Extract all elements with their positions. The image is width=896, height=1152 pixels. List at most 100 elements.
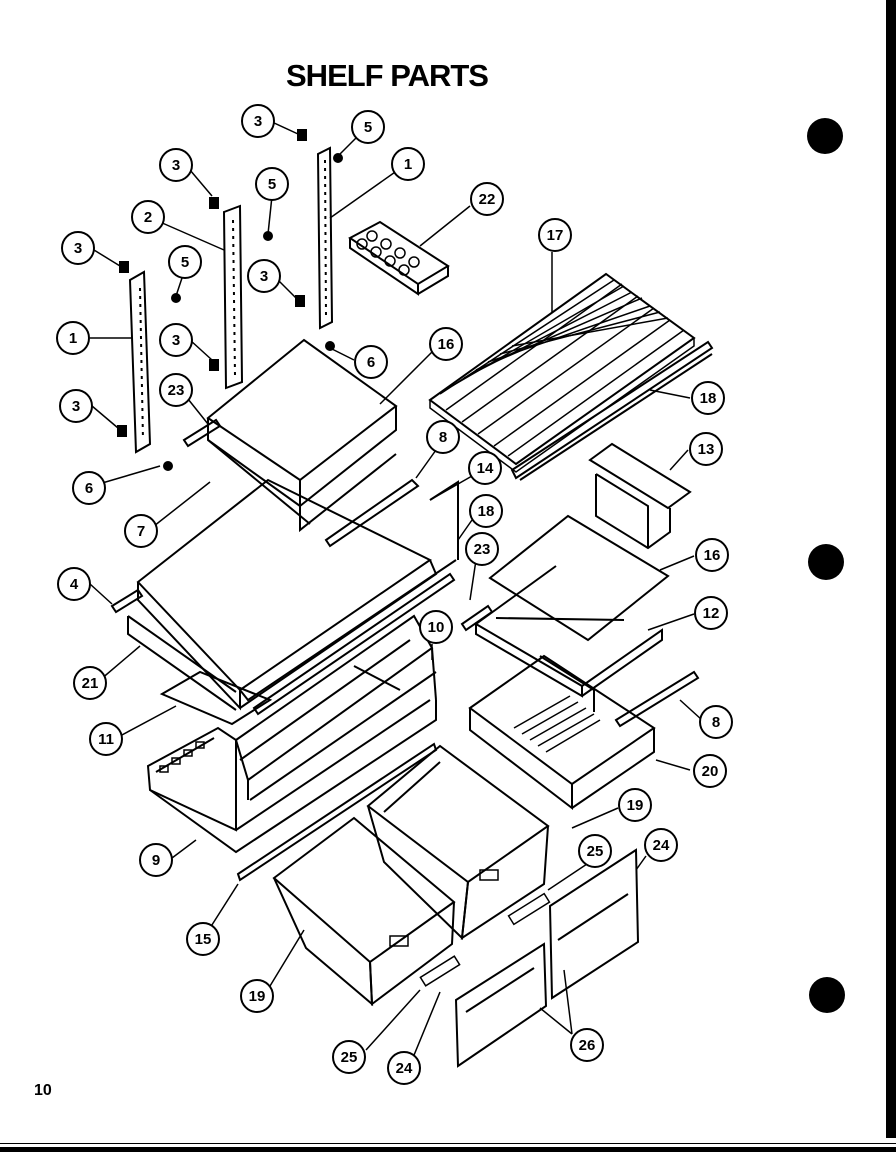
svg-text:3: 3 xyxy=(72,398,80,415)
drawer-front-left xyxy=(419,942,548,1068)
callout-10: 10 xyxy=(419,610,453,644)
binder-hole-middle xyxy=(808,544,844,580)
shelf-rail-top xyxy=(510,340,714,481)
callout-2: 2 xyxy=(131,200,165,234)
svg-text:21: 21 xyxy=(82,675,99,692)
callout-20: 20 xyxy=(693,754,727,788)
svg-text:13: 13 xyxy=(698,441,715,458)
callout-23: 23 xyxy=(465,532,499,566)
callout-3: 3 xyxy=(241,104,275,138)
svg-text:1: 1 xyxy=(404,156,412,173)
svg-text:1: 1 xyxy=(69,330,77,347)
callout-13: 13 xyxy=(689,432,723,466)
svg-text:23: 23 xyxy=(168,382,185,399)
svg-text:22: 22 xyxy=(479,191,496,208)
callout-18: 18 xyxy=(691,381,725,415)
svg-text:19: 19 xyxy=(627,797,644,814)
callout-5: 5 xyxy=(351,110,385,144)
callout-8: 8 xyxy=(699,705,733,739)
crisper-cover-glass xyxy=(159,670,273,726)
svg-text:3: 3 xyxy=(254,113,262,130)
shelf-rail-8-upper xyxy=(324,478,420,548)
drawer-front-right xyxy=(507,848,640,1000)
callout-3: 3 xyxy=(61,231,95,265)
shelf-rail-8-lower xyxy=(614,670,700,728)
rail-middle xyxy=(222,204,244,390)
callout-22: 22 xyxy=(470,182,504,216)
shelf-trim-23-lower xyxy=(460,604,494,632)
callout-6: 6 xyxy=(354,345,388,379)
callout-26: 26 xyxy=(570,1028,604,1062)
page-border-right xyxy=(886,0,896,1152)
callout-4: 4 xyxy=(57,567,91,601)
svg-text:10: 10 xyxy=(428,619,445,636)
callout-8: 8 xyxy=(426,420,460,454)
svg-text:5: 5 xyxy=(181,254,189,271)
callout-25: 25 xyxy=(578,834,612,868)
svg-text:26: 26 xyxy=(579,1037,596,1054)
callout-1: 1 xyxy=(56,321,90,355)
svg-text:23: 23 xyxy=(474,541,491,558)
shelf-trim-4 xyxy=(110,588,144,614)
svg-text:16: 16 xyxy=(704,547,721,564)
callout-24: 24 xyxy=(644,828,678,862)
shelf-frame-21 xyxy=(127,615,237,711)
svg-text:20: 20 xyxy=(702,763,719,780)
callout-19: 19 xyxy=(240,979,274,1013)
svg-text:8: 8 xyxy=(712,714,720,731)
callout-7: 7 xyxy=(124,514,158,548)
svg-text:24: 24 xyxy=(396,1060,413,1077)
svg-text:14: 14 xyxy=(477,460,494,477)
callout-11: 11 xyxy=(89,722,123,756)
binder-hole-bottom xyxy=(809,977,845,1013)
svg-text:24: 24 xyxy=(653,837,670,854)
crisper-drawer-right xyxy=(366,744,550,941)
callout-18: 18 xyxy=(469,494,503,528)
callout-9: 9 xyxy=(139,843,173,877)
callout-12: 12 xyxy=(694,596,728,630)
svg-text:12: 12 xyxy=(703,605,720,622)
dairy-bin xyxy=(588,442,692,550)
svg-text:18: 18 xyxy=(478,503,495,520)
callout-25: 25 xyxy=(332,1040,366,1074)
svg-text:5: 5 xyxy=(268,176,276,193)
svg-text:3: 3 xyxy=(172,332,180,349)
page-title: SHELF PARTS xyxy=(286,58,489,93)
callout-15: 15 xyxy=(186,922,220,956)
svg-text:2: 2 xyxy=(144,209,152,226)
callout-5: 5 xyxy=(255,167,289,201)
svg-text:4: 4 xyxy=(70,576,79,593)
svg-text:18: 18 xyxy=(700,390,717,407)
callout-19: 19 xyxy=(618,788,652,822)
glass-shelf-right xyxy=(475,514,670,698)
meat-drawer xyxy=(468,654,656,811)
bottom-tray xyxy=(146,699,437,854)
svg-text:17: 17 xyxy=(547,227,564,244)
svg-text:7: 7 xyxy=(137,523,145,540)
svg-text:3: 3 xyxy=(74,240,82,257)
egg-tray xyxy=(348,220,450,296)
svg-text:11: 11 xyxy=(98,731,114,748)
svg-text:6: 6 xyxy=(85,480,93,497)
callout-14: 14 xyxy=(468,451,502,485)
tray-rail-15 xyxy=(236,742,438,882)
callout-24: 24 xyxy=(387,1051,421,1085)
svg-text:25: 25 xyxy=(587,843,604,860)
shelf-rail-14 xyxy=(252,572,456,716)
svg-text:19: 19 xyxy=(249,988,266,1005)
rail-left xyxy=(128,270,152,454)
leader-lines xyxy=(89,121,703,1061)
wire-shelf xyxy=(428,272,696,473)
svg-text:6: 6 xyxy=(367,354,375,371)
page-number: 10 xyxy=(34,1082,52,1099)
svg-text:15: 15 xyxy=(195,931,212,948)
crisper-drawer-left xyxy=(272,816,456,1007)
callout-3: 3 xyxy=(159,323,193,357)
callout-3: 3 xyxy=(59,389,93,423)
shelf-trim-left xyxy=(182,418,222,448)
binder-hole-top xyxy=(807,118,843,154)
rail-hardware xyxy=(117,129,343,471)
svg-text:5: 5 xyxy=(364,119,372,136)
callout-21: 21 xyxy=(73,666,107,700)
svg-text:3: 3 xyxy=(172,157,180,174)
